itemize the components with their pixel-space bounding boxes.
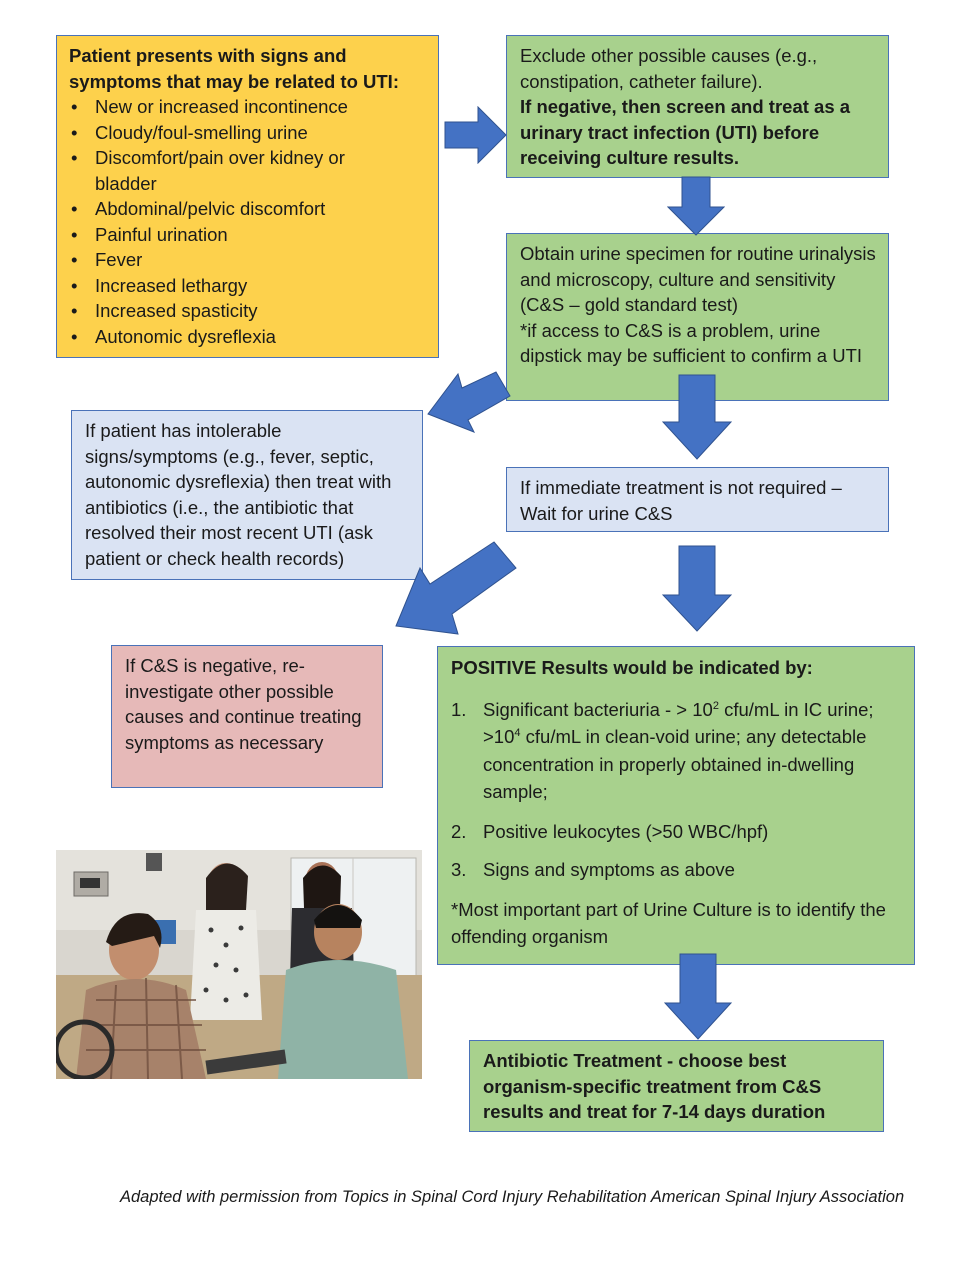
specimen-note: *if access to C&S is a problem, urine di… <box>520 319 863 367</box>
arrow-down-icon <box>667 176 725 236</box>
wait-text: If immediate treatment is not required –… <box>520 477 842 524</box>
intolerable-box: If patient has intolerable signs/symptom… <box>71 410 423 580</box>
list-item: 1. Significant bacteriuria - > 102 cfu/m… <box>451 696 904 806</box>
wait-box: If immediate treatment is not required –… <box>506 467 889 532</box>
item-number: 1. <box>451 698 467 720</box>
item-number: 2. <box>451 820 467 842</box>
list-item: Abdominal/pelvic discomfort <box>69 196 428 222</box>
list-item: Autonomic dysreflexia <box>69 324 428 350</box>
arrow-down-left-icon <box>394 540 518 642</box>
list-item: Painful urination <box>69 222 428 248</box>
list-item: 3. Signs and symptoms as above <box>451 857 904 883</box>
exclude-box: Exclude other possible causes (e.g., con… <box>506 35 889 178</box>
positive-note: *Most important part of Urine Culture is… <box>451 898 886 947</box>
list-item: Increased lethargy <box>69 273 428 299</box>
symptoms-list: New or increased incontinence Cloudy/fou… <box>69 94 428 349</box>
treatment-text: Antibiotic Treatment - choose best organ… <box>483 1050 826 1122</box>
item-text-part: cfu/mL in IC urine; >10 <box>483 698 874 748</box>
intolerable-text: If patient has intolerable signs/symptom… <box>85 420 392 569</box>
item-text-part: Significant bacteriuria - > 10 <box>483 698 713 720</box>
list-item: New or increased incontinence <box>69 94 428 120</box>
specimen-text: Obtain urine specimen for routine urinal… <box>520 243 876 315</box>
exclude-bold-text: If negative, then screen and treat as a … <box>520 96 851 168</box>
symptoms-box: Patient presents with signs and symptoms… <box>56 35 439 358</box>
positive-heading: POSITIVE Results would be indicated by: <box>451 657 813 678</box>
item-superscript: 4 <box>514 726 521 739</box>
arrow-right-icon <box>444 106 508 164</box>
specimen-box: Obtain urine specimen for routine urinal… <box>506 233 889 401</box>
arrow-down-left-icon <box>426 370 512 446</box>
symptoms-heading: Patient presents with signs and symptoms… <box>69 45 399 92</box>
arrow-down-icon <box>664 953 732 1040</box>
negative-box: If C&S is negative, re-investigate other… <box>111 645 383 788</box>
list-item: Cloudy/foul-smelling urine <box>69 120 428 146</box>
clinic-photo <box>56 850 422 1079</box>
list-item: 2. Positive leukocytes (>50 WBC/hpf) <box>451 819 904 845</box>
item-number: 3. <box>451 859 467 880</box>
item-text: Positive leukocytes (>50 WBC/hpf) <box>483 820 769 842</box>
item-text-part: cfu/mL in clean-void urine; any detectab… <box>483 726 867 802</box>
exclude-text: Exclude other possible causes (e.g., con… <box>520 45 818 92</box>
list-item: Discomfort/pain over kidney or bladder <box>69 145 428 196</box>
arrow-down-icon <box>662 374 732 460</box>
item-superscript: 2 <box>712 699 719 712</box>
list-item: Fever <box>69 247 428 273</box>
attribution-footer: Adapted with permission from Topics in S… <box>120 1188 905 1206</box>
treatment-box: Antibiotic Treatment - choose best organ… <box>469 1040 884 1132</box>
positive-box: POSITIVE Results would be indicated by: … <box>437 646 915 965</box>
arrow-down-icon <box>662 545 732 632</box>
item-text: Signs and symptoms as above <box>483 859 735 880</box>
positive-list: 1. Significant bacteriuria - > 102 cfu/m… <box>451 696 904 883</box>
list-item: Increased spasticity <box>69 298 428 324</box>
negative-text: If C&S is negative, re-investigate other… <box>125 655 362 753</box>
